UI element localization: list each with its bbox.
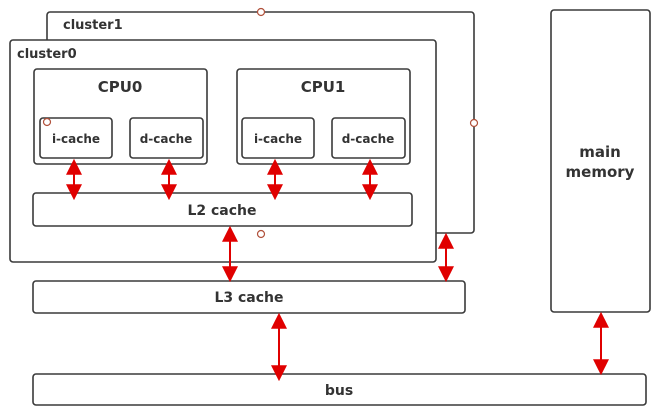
resize-handle-right[interactable]: [469, 118, 479, 128]
cluster1-label: cluster1: [63, 18, 123, 33]
cpu1-icache-box: i-cache: [241, 117, 315, 159]
cluster0-label: cluster0: [17, 47, 77, 62]
main-memory-box: main memory: [550, 9, 651, 313]
cpu0-dcache-label: d-cache: [140, 132, 193, 146]
resize-handle-corner[interactable]: [42, 117, 52, 127]
cpu0-label: CPU0: [98, 78, 143, 96]
bus-label: bus: [325, 383, 353, 399]
l3-cache-box: L3 cache: [32, 280, 466, 314]
cpu0-dcache-box: d-cache: [129, 117, 204, 159]
cpu0-icache-label: i-cache: [52, 132, 100, 146]
main-memory-label-line2: memory: [566, 163, 635, 181]
l2-cache-box: L2 cache: [32, 192, 413, 227]
resize-handle-bottom[interactable]: [256, 229, 266, 239]
cpu1-dcache-box: d-cache: [331, 117, 406, 159]
cpu0-icache-box: i-cache: [39, 117, 113, 159]
l3-cache-label: L3 cache: [214, 290, 283, 306]
cpu1-dcache-label: d-cache: [342, 132, 395, 146]
bus-box: bus: [32, 373, 647, 406]
resize-handle-top[interactable]: [256, 7, 266, 17]
main-memory-label-line1: main: [579, 143, 621, 161]
cpu1-icache-label: i-cache: [254, 132, 302, 146]
cpu1-label: CPU1: [301, 78, 346, 96]
l2-cache-label: L2 cache: [187, 203, 256, 219]
